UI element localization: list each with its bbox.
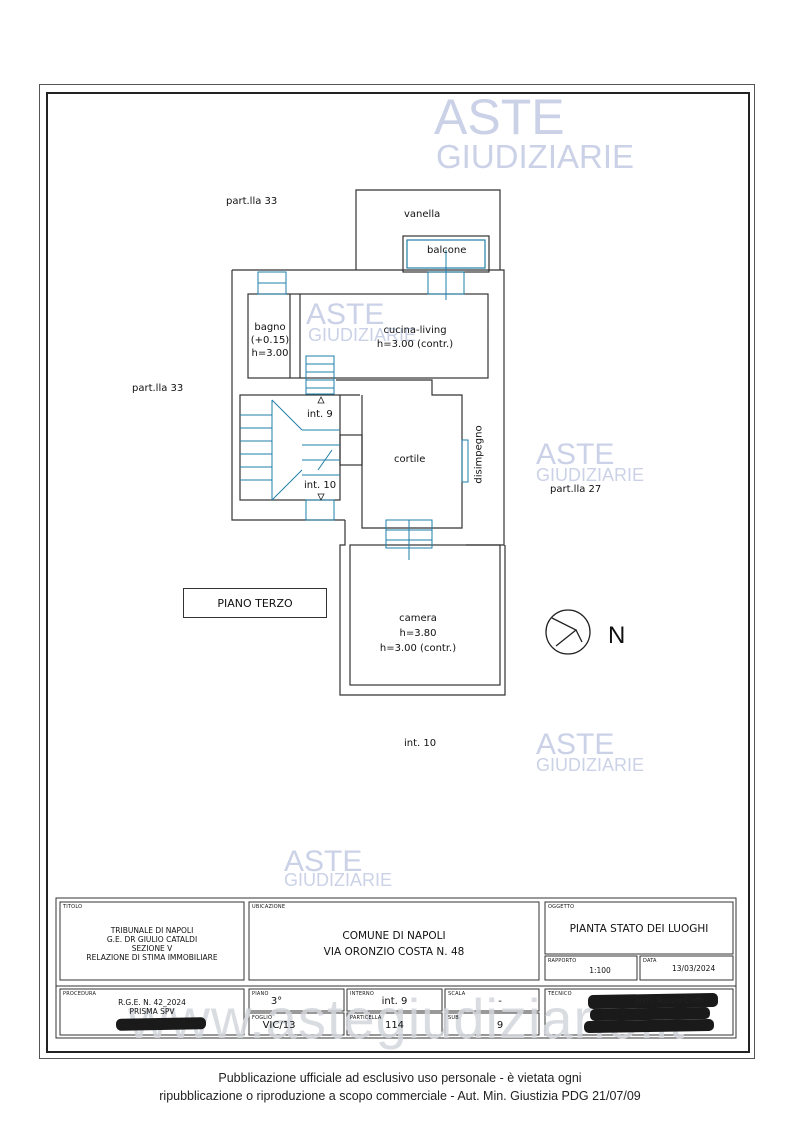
data-label: DATA: [643, 958, 657, 964]
footer-line-2: ripubblicazione o riproduzione a scopo c…: [159, 1089, 641, 1103]
north-label: N: [608, 622, 626, 649]
tecnico-label: TECNICO: [548, 991, 572, 997]
watermark-giudiziarie: GIUDIZIARIE: [536, 465, 645, 485]
room-int10: int. 10: [304, 480, 337, 491]
rapporto-label: RAPPORTO: [548, 958, 577, 964]
room-camera: camera h=3.80 h=3.00 (contr.): [379, 613, 457, 654]
oggetto-value: PIANTA STATO DEI LUOGHI: [569, 923, 709, 935]
neighbor-label-top: part.lla 33: [226, 196, 278, 207]
watermark-aste: ASTE: [306, 298, 385, 331]
rapporto-value: 1:100: [589, 966, 611, 975]
piano-label: PIANO: [252, 991, 269, 997]
watermark-aste: ASTE: [284, 845, 363, 878]
redaction-procedura: [115, 1017, 207, 1031]
outer-frame: [39, 84, 755, 1059]
watermark-aste: ASTE: [434, 89, 565, 145]
neighbor-label-left: part.lla 33: [132, 383, 184, 394]
interno-value: int. 9: [381, 996, 408, 1007]
watermark-aste: ASTE: [536, 728, 615, 761]
ubicazione-text: COMUNE DI NAPOLI VIA ORONZIO COSTA N. 48: [323, 930, 465, 958]
room-vanella: vanella: [404, 209, 441, 220]
scala-value: -: [498, 996, 502, 1007]
ubicazione-label: UBICAZIONE: [252, 904, 286, 910]
foglio-label: FOGLIO: [252, 1015, 273, 1021]
cortile-outline: [336, 379, 463, 529]
titolo-label: TITOLO: [63, 904, 83, 910]
scala-label: SCALA: [448, 991, 466, 997]
piano-value: 3°: [270, 996, 283, 1007]
particella-label: PARTICELLA: [350, 1015, 382, 1021]
data-value: 13/03/2024: [672, 964, 716, 973]
procedura-label: PROCEDURA: [63, 991, 97, 997]
vanella-outline: [355, 189, 501, 270]
room-balcone: balcone: [427, 245, 467, 256]
oggetto-label: OGGETTO: [548, 904, 575, 910]
sub-label: SUB: [448, 1015, 459, 1021]
room-bagno: bagno (+0.15) h=3.00: [250, 322, 290, 359]
watermark-giudiziarie: GIUDIZIARIE: [536, 755, 645, 775]
foglio-value: VIC/13: [262, 1020, 296, 1031]
watermark-giudiziarie: GIUDIZIARIE: [284, 870, 393, 890]
north-compass-icon: [545, 609, 591, 655]
watermark-giudiziarie: GIUDIZIARIE: [308, 325, 417, 345]
neighbor-label-right: part.lla 27: [550, 484, 602, 495]
room-disimpegno: disimpegno: [473, 425, 485, 484]
interno-label: INTERNO: [350, 991, 374, 997]
watermark-giudiziarie: GIUDIZIARIE: [436, 138, 635, 175]
footer-line-1: Pubblicazione ufficiale ad esclusivo uso…: [218, 1071, 582, 1085]
room-cortile: cortile: [394, 454, 426, 465]
particella-value: 114: [384, 1020, 405, 1031]
room-cucina-living: cucina-living h=3.00 (contr.): [376, 325, 454, 350]
neighbor-label-bottom: int. 10: [404, 738, 437, 749]
sub-value: 9: [496, 1020, 504, 1031]
floor-label: PIANO TERZO: [183, 588, 327, 618]
titolo-text: TRIBUNALE DI NAPOLI G.E. DR GIULIO CATAL…: [86, 926, 218, 962]
procedura-text: R.G.E. N. 42_2024 PRISMA SPV: [118, 998, 186, 1016]
tecnico-value: arch. Nunzio Cioffi: [635, 996, 704, 1005]
inner-frame: [46, 92, 750, 1053]
camera-outline: [339, 520, 506, 696]
redaction-tecnico-3: [583, 1018, 715, 1034]
watermark-aste: ASTE: [536, 438, 615, 471]
room-int9: int. 9: [307, 409, 333, 420]
